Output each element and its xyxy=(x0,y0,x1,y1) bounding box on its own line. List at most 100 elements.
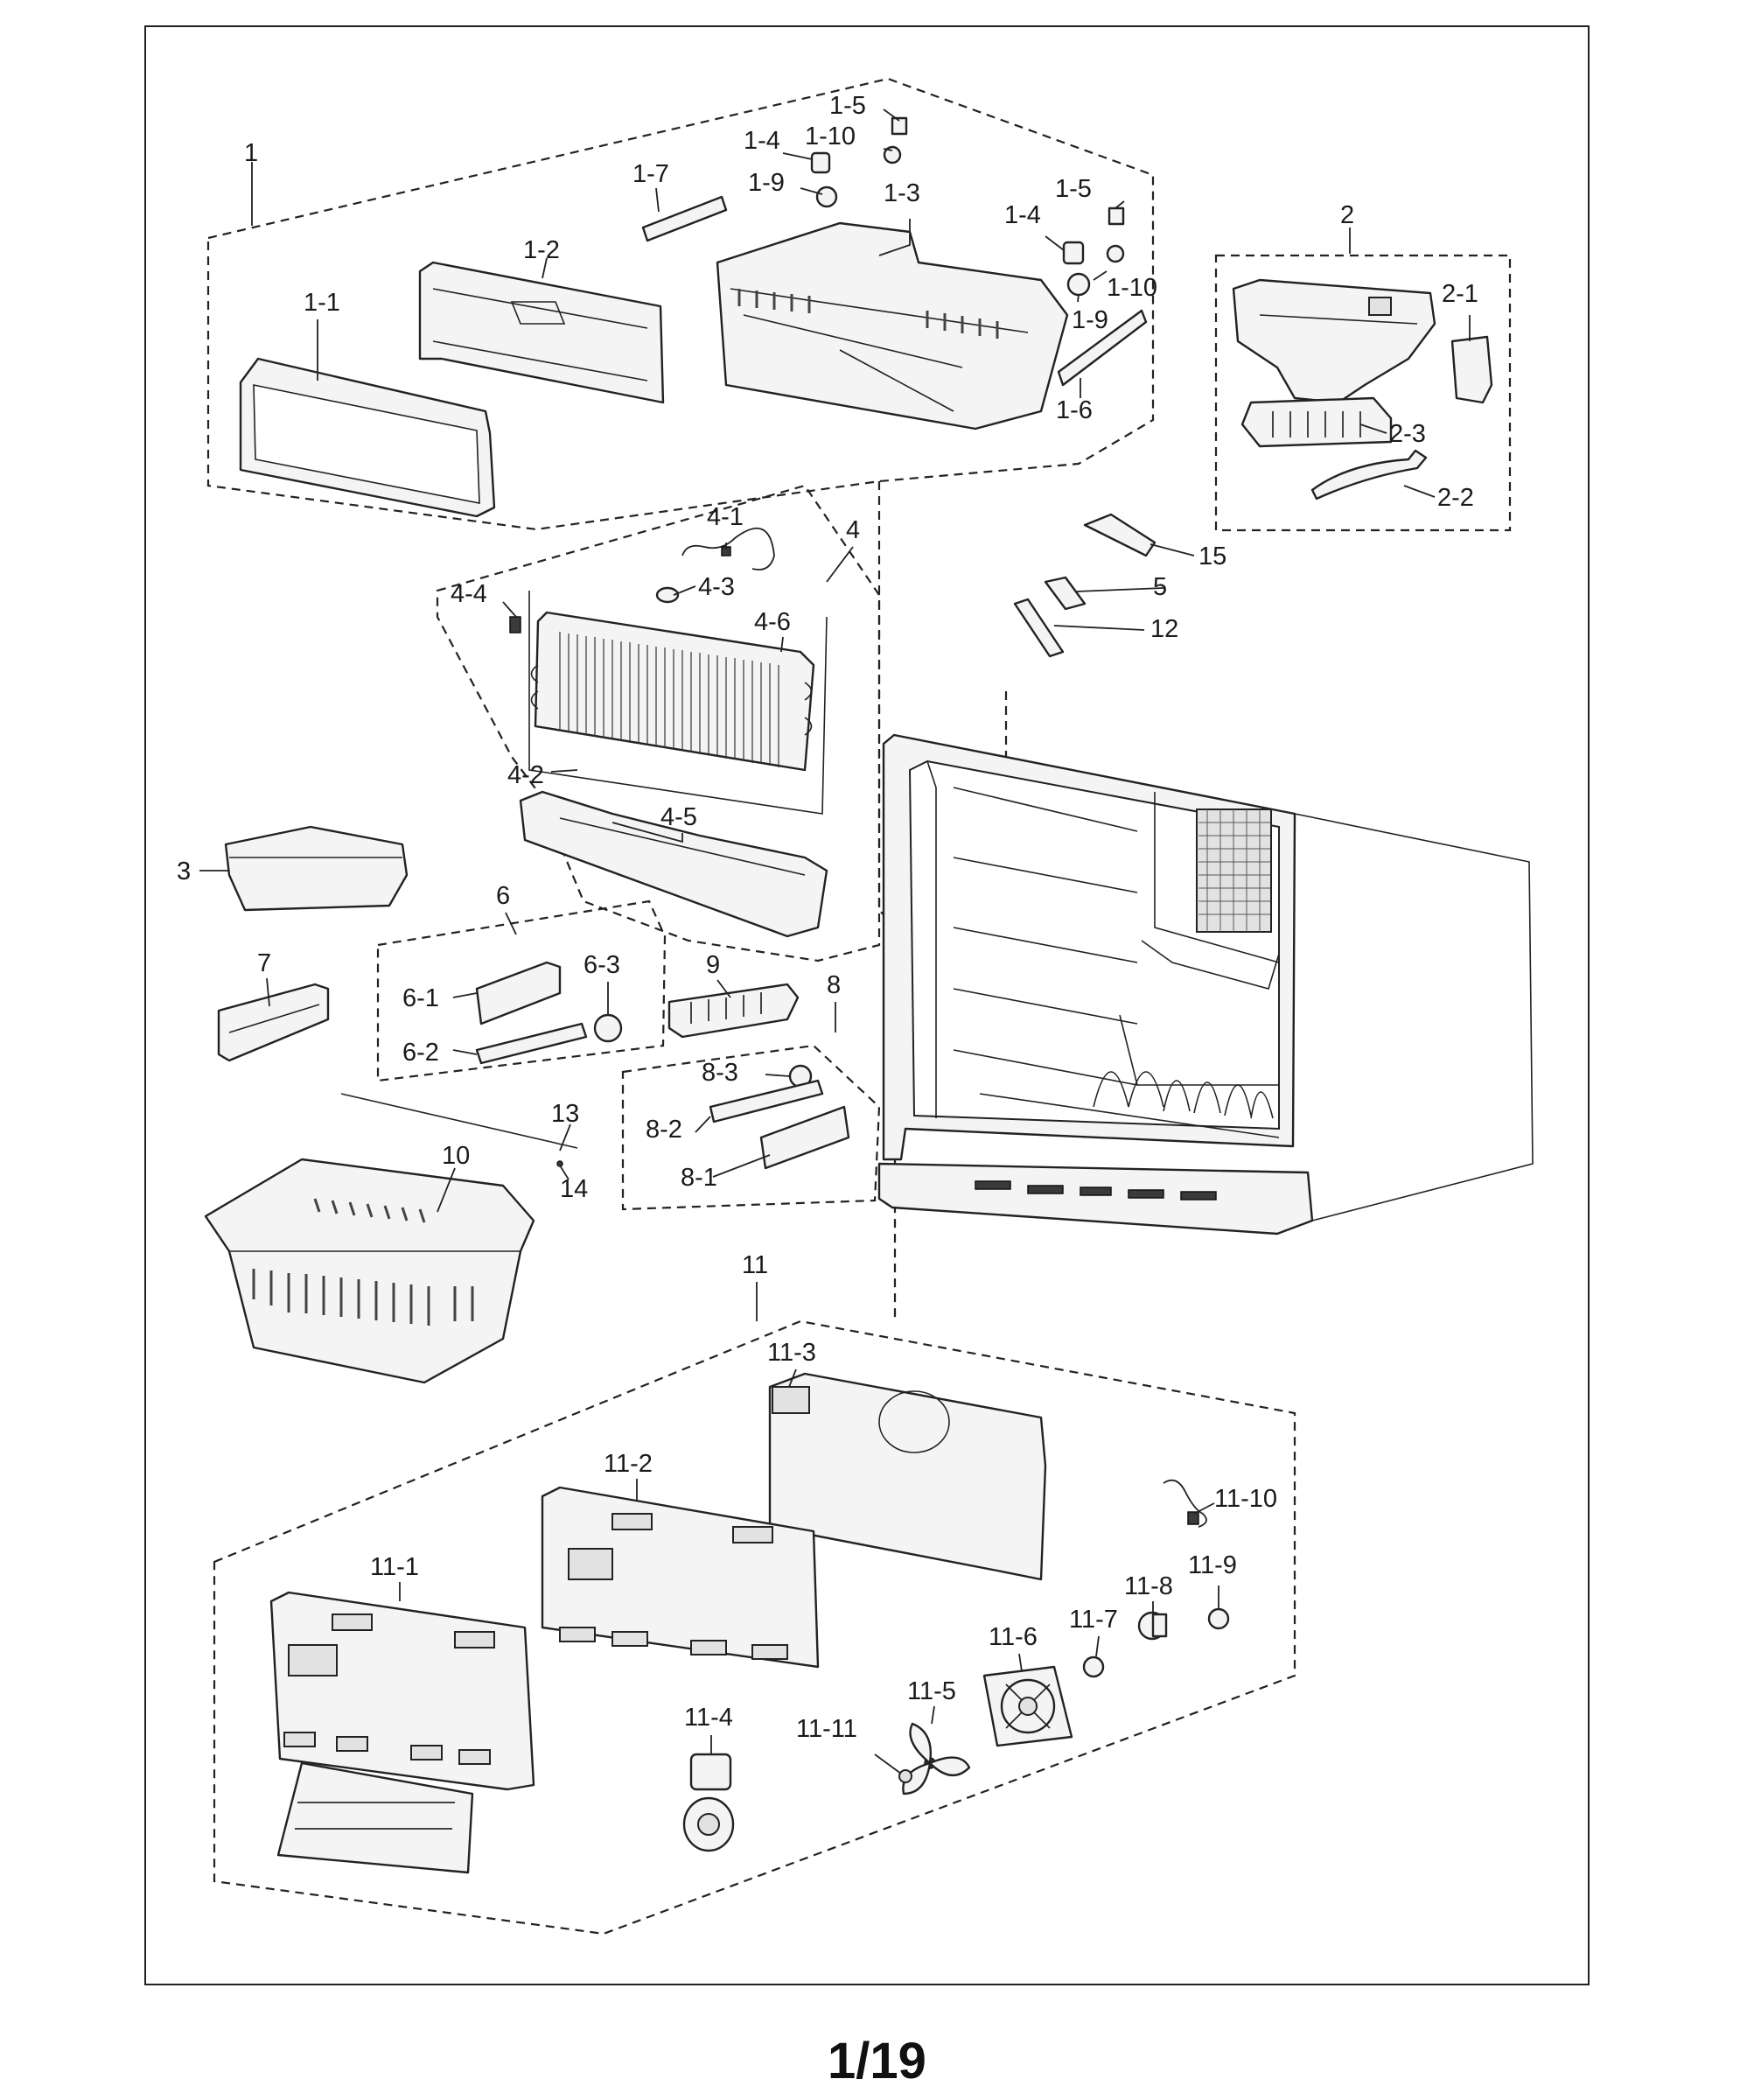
group-8-outline xyxy=(621,1044,881,1211)
callout-labels: 1 1-1 1-2 1-3 1-4 1-4 1-5 1-5 1-6 1-7 1-… xyxy=(177,92,1478,1743)
callout-1-5b: 1-5 xyxy=(1055,175,1092,203)
callout-1-10a: 1-10 xyxy=(805,122,856,150)
part-11-11-nut xyxy=(898,1769,912,1783)
callout-5: 5 xyxy=(1153,573,1167,601)
part-11-8-motor-holder xyxy=(1137,1611,1168,1641)
callout-2-2: 2-2 xyxy=(1437,484,1474,512)
part-7-rail xyxy=(217,983,330,1062)
callout-11-8: 11-8 xyxy=(1124,1572,1173,1600)
callout-4-6: 4-6 xyxy=(754,608,791,636)
callout-11: 11 xyxy=(742,1251,768,1279)
callout-2-3: 2-3 xyxy=(1389,420,1426,448)
callout-11-4: 11-4 xyxy=(684,1704,733,1732)
part-1-4-roller-holder xyxy=(810,151,831,174)
callout-1-9a: 1-9 xyxy=(748,169,785,197)
part-2-ice-maker xyxy=(1232,278,1436,404)
callout-11-9: 11-9 xyxy=(1188,1551,1237,1579)
callout-4-4: 4-4 xyxy=(451,580,487,608)
part-6-2-slide xyxy=(475,1022,588,1065)
callout-11-2: 11-2 xyxy=(604,1450,653,1478)
part-11-2-inner-cover xyxy=(541,1486,820,1669)
part-8-1-bracket xyxy=(759,1105,850,1170)
part-1-9-roller xyxy=(1066,272,1091,297)
group-6-outline xyxy=(376,900,667,1082)
leader-lines xyxy=(199,108,1471,1774)
callout-11-10: 11-10 xyxy=(1214,1485,1277,1513)
callout-1-2: 1-2 xyxy=(523,236,560,264)
callout-8: 8 xyxy=(827,971,841,999)
part-1-1-drawer-front xyxy=(239,357,496,518)
callout-1-1: 1-1 xyxy=(304,289,340,317)
part-2-2-ejector xyxy=(1310,449,1428,500)
group-2-outline xyxy=(1214,254,1512,532)
part-4-2-heater xyxy=(528,591,828,815)
part-12-plate xyxy=(1013,598,1065,658)
part-1-5-clip xyxy=(891,116,908,136)
callout-11-3: 11-3 xyxy=(767,1339,816,1367)
callout-3: 3 xyxy=(177,858,191,886)
guide-line xyxy=(1004,691,1217,886)
part-1-10-roller xyxy=(883,145,902,164)
callout-4-3: 4-3 xyxy=(698,573,735,601)
callout-8-3: 8-3 xyxy=(702,1059,738,1087)
callout-6-1: 6-1 xyxy=(402,984,439,1012)
part-11-7-grommet xyxy=(1082,1656,1105,1678)
part-1-3-upper-drawer xyxy=(716,221,1069,430)
part-4-6-evaporator xyxy=(530,611,815,772)
callout-15: 15 xyxy=(1198,542,1226,570)
callout-1-6: 1-6 xyxy=(1056,396,1093,424)
callout-1-9b: 1-9 xyxy=(1072,306,1108,334)
part-1-10-roller xyxy=(1106,244,1125,263)
callout-6-2: 6-2 xyxy=(402,1039,439,1067)
callout-4: 4 xyxy=(846,516,860,544)
callout-11-1: 11-1 xyxy=(370,1553,419,1581)
refrigerator-cabinet xyxy=(877,733,1534,1236)
callout-8-2: 8-2 xyxy=(646,1116,682,1144)
callout-10: 10 xyxy=(442,1142,470,1170)
part-10-freezer-basket xyxy=(204,1158,535,1384)
callout-4-2: 4-2 xyxy=(507,761,544,789)
part-6-1-bracket xyxy=(475,961,562,1026)
part-1-4-roller-holder xyxy=(1062,241,1085,265)
group-1-outline xyxy=(206,77,1155,531)
callout-1-3: 1-3 xyxy=(884,179,920,207)
part-11-6-fan-motor xyxy=(982,1665,1073,1747)
part-11-1-bottom-plate xyxy=(276,1761,474,1874)
callout-11-6: 11-6 xyxy=(989,1623,1038,1651)
part-1-2-drawer-cover xyxy=(418,261,665,404)
part-5-cover xyxy=(1044,576,1087,611)
callout-4-1: 4-1 xyxy=(707,503,744,531)
callout-1: 1 xyxy=(244,139,258,167)
callout-11-7: 11-7 xyxy=(1069,1606,1118,1634)
part-6-3-roller xyxy=(593,1013,623,1043)
callout-1-10b: 1-10 xyxy=(1107,274,1157,302)
callout-9: 9 xyxy=(706,951,720,979)
callout-2: 2 xyxy=(1340,201,1354,229)
callout-11-11: 11-11 xyxy=(796,1715,857,1743)
part-11-1-evaporator-cover xyxy=(269,1591,535,1791)
callout-2-1: 2-1 xyxy=(1442,280,1478,308)
part-4-4-clip xyxy=(509,616,521,634)
group-4-outline xyxy=(436,484,881,962)
part-1-6-rail xyxy=(1057,309,1148,387)
callout-13: 13 xyxy=(551,1100,579,1128)
callout-1-7: 1-7 xyxy=(632,160,669,188)
group-11-outline xyxy=(213,1320,1296,1936)
callout-11-5: 11-5 xyxy=(907,1677,956,1705)
part-4-5-drain-tray xyxy=(519,790,828,938)
callout-6: 6 xyxy=(496,882,510,910)
callout-1-4a: 1-4 xyxy=(744,127,780,155)
guide-line xyxy=(877,481,897,1321)
callout-14: 14 xyxy=(560,1175,588,1203)
part-1-9-roller xyxy=(815,186,838,208)
part-3-ice-bucket xyxy=(224,825,409,912)
part-15-damper xyxy=(1083,513,1157,557)
part-4-1-thermistor xyxy=(681,527,775,570)
part-2-1-bracket xyxy=(1450,335,1493,404)
part-11-5-fan-blade xyxy=(902,1722,971,1796)
part-1-5-clip xyxy=(1108,206,1125,226)
part-4-3-fuse xyxy=(655,586,680,604)
part-8-2-slide xyxy=(709,1079,824,1124)
callout-7: 7 xyxy=(257,949,271,977)
